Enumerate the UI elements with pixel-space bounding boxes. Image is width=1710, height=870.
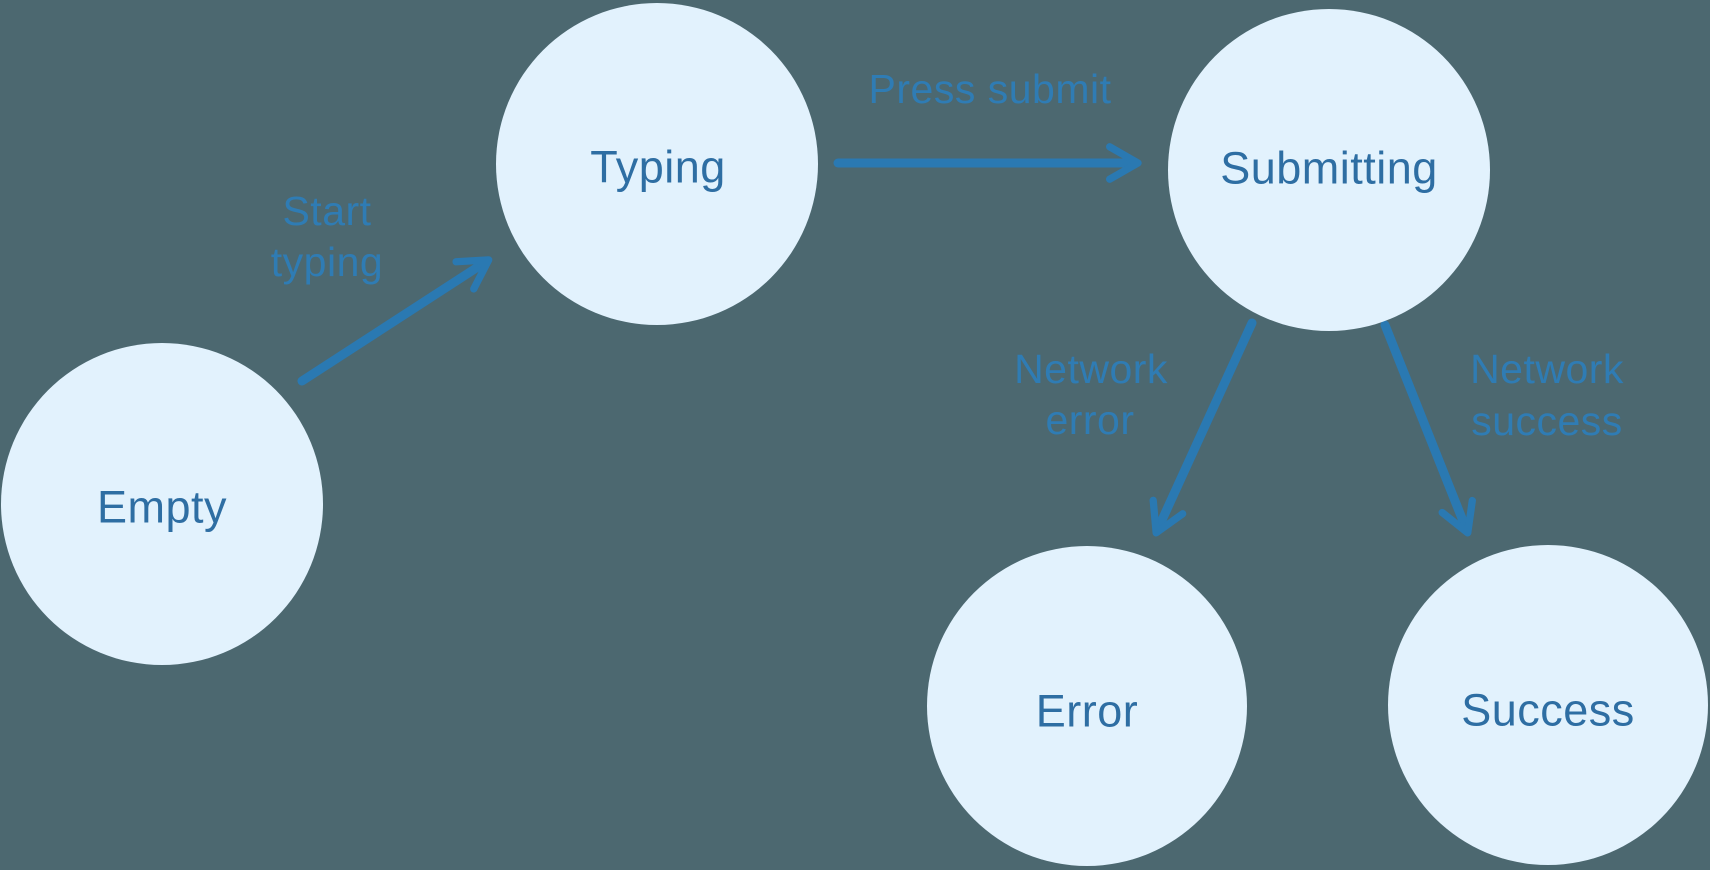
state-label-submitting: Submitting bbox=[1220, 143, 1438, 194]
transition-label-start-typing-line1: Start bbox=[282, 188, 371, 234]
state-label-success: Success bbox=[1461, 685, 1635, 736]
state-label-typing: Typing bbox=[590, 142, 726, 193]
state-circle-empty bbox=[1, 343, 323, 665]
state-node-success: Success bbox=[1388, 545, 1708, 865]
transition-typing-to-submitting: Press submit bbox=[833, 66, 1142, 183]
state-node-empty: Empty bbox=[1, 343, 323, 665]
transition-label-network-success-line2: success bbox=[1471, 398, 1623, 444]
state-label-empty: Empty bbox=[97, 482, 227, 533]
state-node-submitting: Submitting bbox=[1168, 9, 1490, 331]
transition-arrow-network-success bbox=[1380, 320, 1476, 537]
transition-empty-to-typing: Start typing bbox=[271, 188, 493, 386]
transition-label-network-error-line1: Network bbox=[1014, 346, 1168, 392]
state-circle-error bbox=[927, 546, 1247, 866]
state-label-error: Error bbox=[1036, 686, 1139, 737]
state-circle-typing bbox=[496, 3, 818, 325]
transition-submitting-to-success: Network success bbox=[1380, 320, 1624, 537]
transition-label-network-success-line1: Network bbox=[1470, 346, 1624, 392]
state-node-error: Error bbox=[927, 546, 1247, 866]
transition-arrow-network-error bbox=[1149, 318, 1257, 537]
state-circle-submitting bbox=[1168, 9, 1490, 331]
transition-label-press-submit: Press submit bbox=[869, 66, 1112, 112]
state-circle-success bbox=[1388, 545, 1708, 865]
transition-submitting-to-error: Network error bbox=[1014, 318, 1257, 537]
state-node-typing: Typing bbox=[496, 3, 818, 325]
transition-label-start-typing-line2: typing bbox=[271, 239, 383, 285]
transition-arrow-start-typing bbox=[297, 256, 493, 386]
transition-label-network-error-line2: error bbox=[1045, 397, 1134, 443]
